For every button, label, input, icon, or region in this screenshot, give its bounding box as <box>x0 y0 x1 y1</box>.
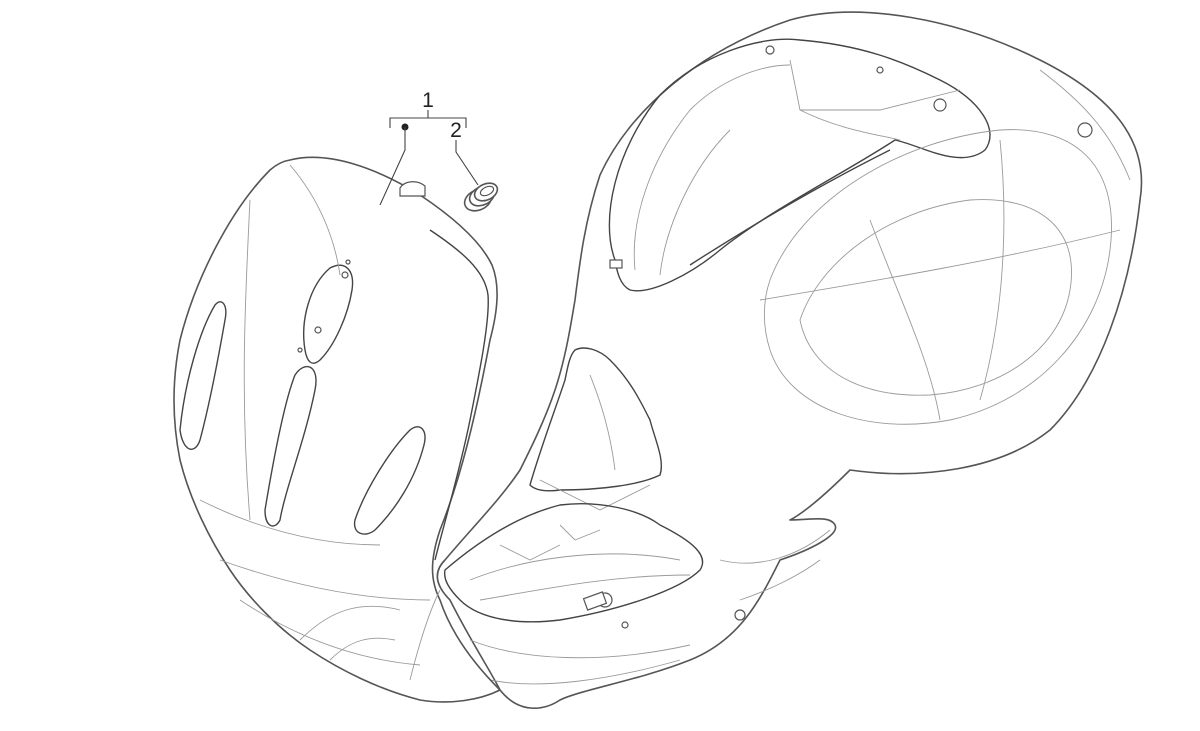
callout-group: 1 2 <box>379 89 479 206</box>
callout-number-1: 1 <box>422 89 434 112</box>
callout-2-leader <box>455 140 479 186</box>
storage-opening <box>608 38 991 292</box>
grommet-part <box>463 182 499 212</box>
frame-outline <box>436 11 1143 709</box>
scooter-frame-body <box>436 11 1143 709</box>
front-legshield <box>173 156 501 703</box>
callout-1-leader <box>379 127 406 206</box>
tunnel-opening <box>529 347 662 492</box>
floorboard <box>443 503 704 623</box>
callout-number-2: 2 <box>450 119 462 142</box>
legshield-outline <box>173 156 501 703</box>
